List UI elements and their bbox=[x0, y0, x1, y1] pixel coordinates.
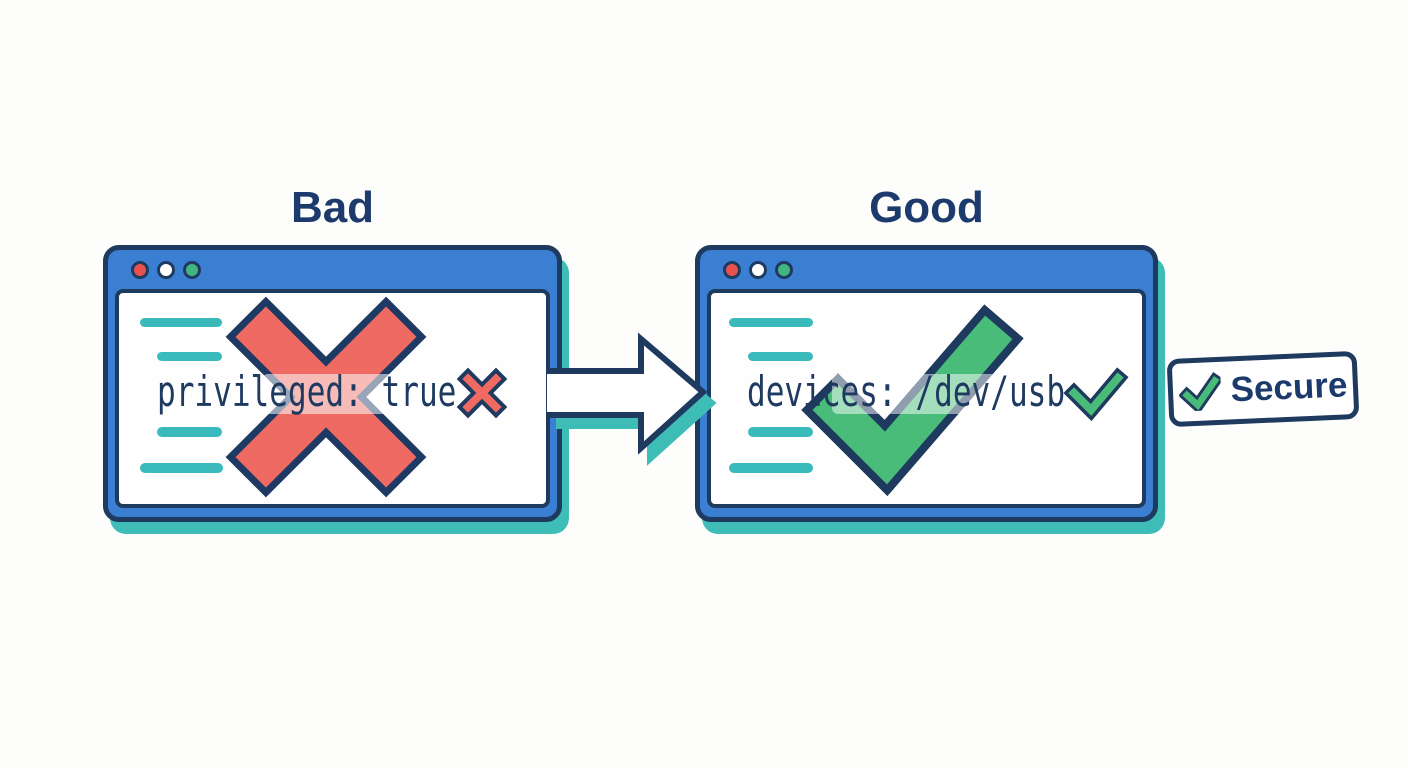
window-control-white-icon bbox=[157, 260, 175, 279]
placeholder-code-line bbox=[140, 318, 222, 327]
placeholder-code-line bbox=[729, 463, 813, 473]
placeholder-code-line bbox=[748, 427, 813, 437]
placeholder-code-line bbox=[729, 318, 813, 327]
window-control-white-icon bbox=[749, 260, 767, 279]
placeholder-code-line bbox=[157, 427, 222, 437]
secure-badge: Secure bbox=[1166, 350, 1360, 428]
window-control-red-icon bbox=[131, 260, 149, 279]
window-control-green-icon bbox=[183, 260, 201, 279]
transition-arrow-icon bbox=[547, 332, 717, 466]
window-titlebar bbox=[700, 250, 1153, 289]
placeholder-code-line bbox=[748, 352, 813, 361]
good-heading: Good bbox=[869, 183, 984, 232]
window-control-green-icon bbox=[775, 260, 793, 279]
placeholder-code-line bbox=[140, 463, 223, 473]
window-control-red-icon bbox=[723, 260, 741, 279]
secure-badge-label: Secure bbox=[1229, 365, 1349, 410]
window-titlebar bbox=[108, 250, 557, 289]
good-config-code: devices: /dev/usb bbox=[747, 367, 1066, 416]
bad-config-code: privileged: true bbox=[157, 367, 457, 416]
bad-heading: Bad bbox=[290, 183, 375, 232]
secure-check-icon bbox=[1177, 372, 1222, 412]
placeholder-code-line bbox=[157, 352, 222, 361]
